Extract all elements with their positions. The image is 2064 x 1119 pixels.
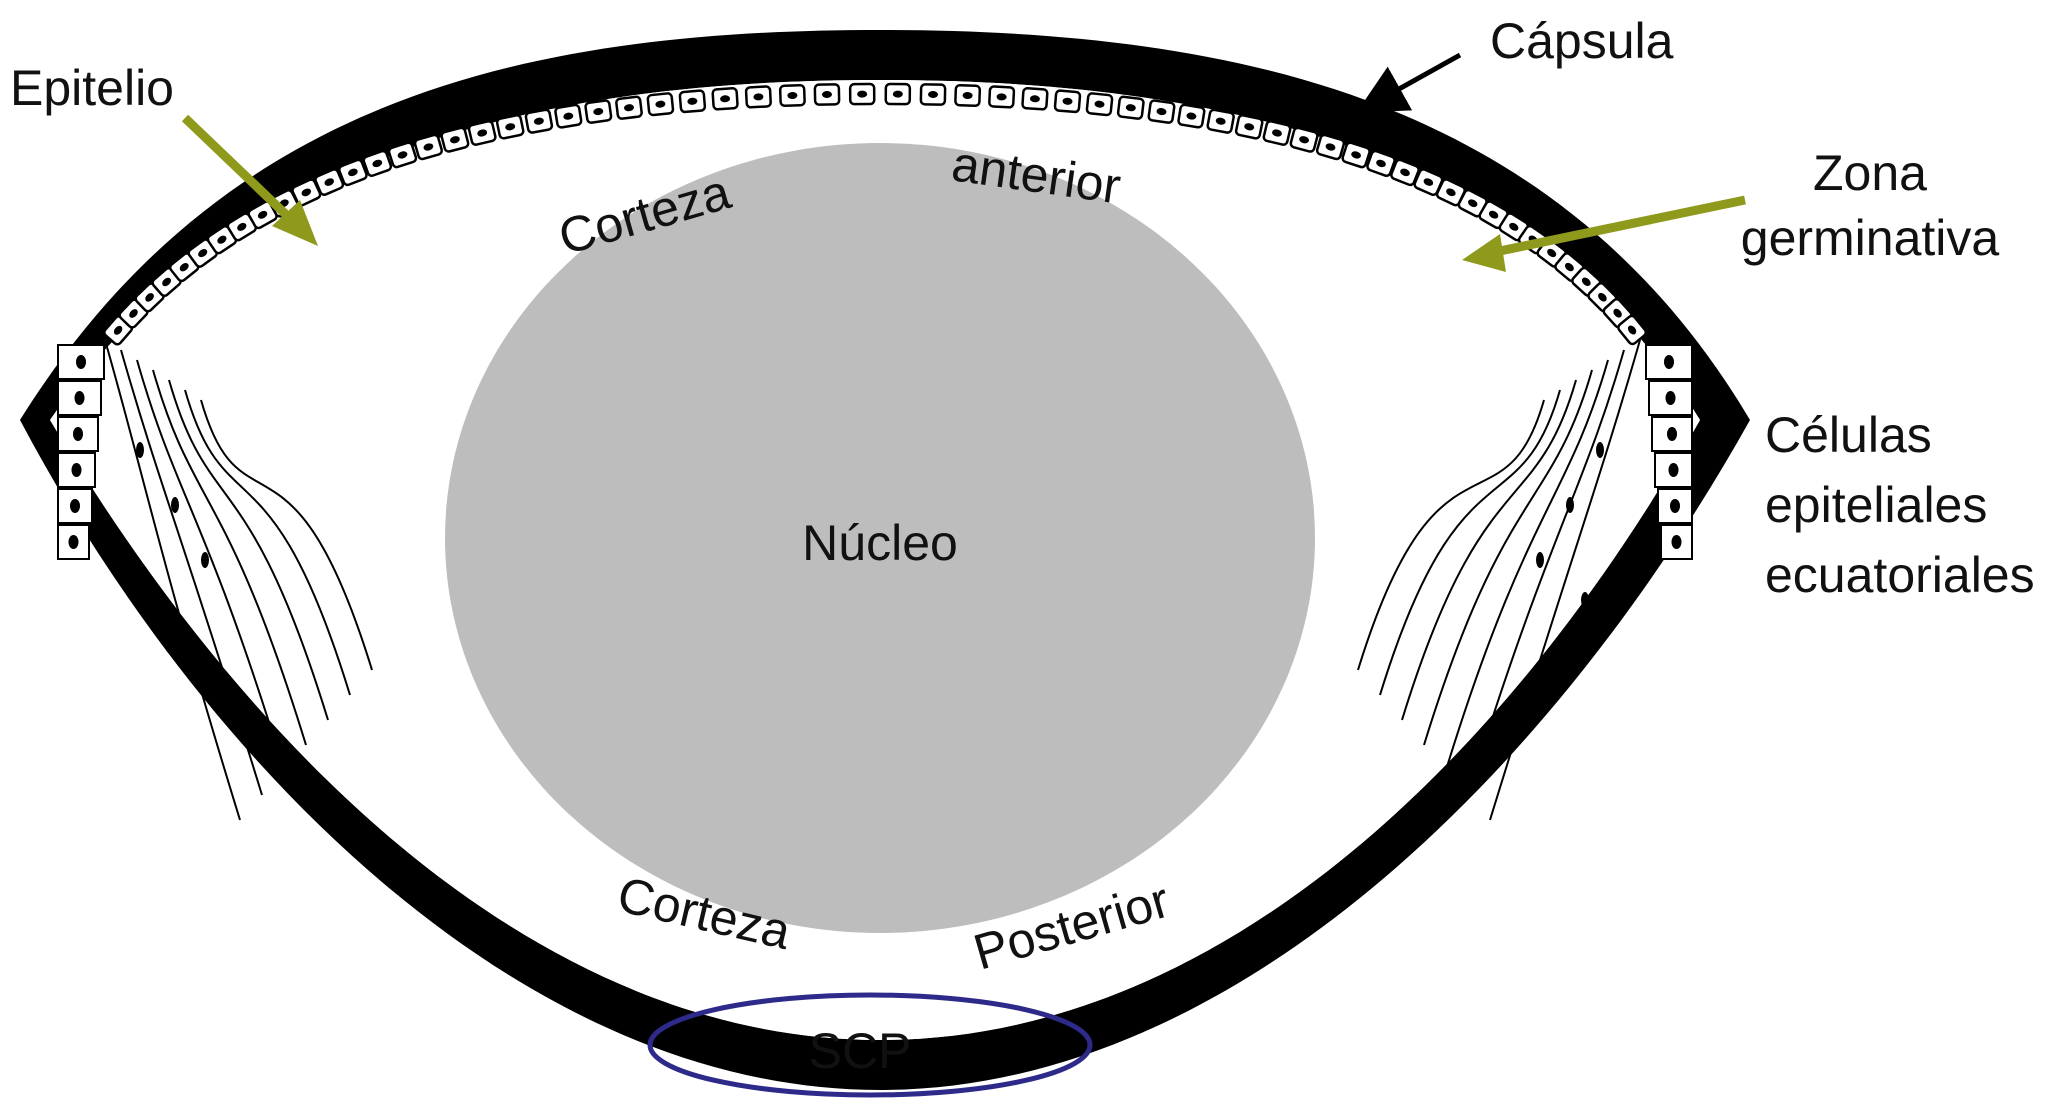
epithelial-cell: [744, 85, 772, 109]
epithelial-cell: [954, 83, 982, 108]
equatorial-cell: [57, 488, 93, 524]
equatorial-cell: [1657, 488, 1693, 524]
fiber-nucleus: [156, 592, 164, 608]
label-epitelio: Epitelio: [10, 60, 174, 116]
lens-fiber: [1401, 379, 1577, 721]
epithelial-cell: [678, 89, 707, 114]
lens-fiber: [1489, 339, 1641, 821]
epithelial-cell: [168, 252, 200, 283]
lens-fiber: [1379, 389, 1561, 696]
epithelial-cell: [1366, 149, 1396, 177]
equatorial-cell: [1648, 380, 1693, 416]
lens-fiber: [1445, 359, 1609, 771]
equatorial-cell: [57, 344, 105, 380]
epithelial-cell: [1177, 103, 1206, 129]
equatorial-cell: [57, 452, 96, 488]
epithelial-cell: [711, 87, 739, 111]
lens-fibers-left: [104, 339, 373, 821]
equatorial-cells-left: [57, 344, 105, 560]
label-epiteliales: epiteliales: [1765, 477, 1987, 533]
scp-ring: [647, 992, 1093, 1098]
fiber-nucleus: [1596, 442, 1604, 458]
epithelial-cell: [1390, 158, 1420, 187]
epithelial-cell: [848, 82, 876, 106]
equatorial-cell: [57, 416, 99, 452]
equatorial-cell: [1660, 524, 1693, 560]
epithelial-cell: [413, 133, 444, 161]
germinative-zone-arrow: [1462, 195, 1746, 272]
lens-fiber: [200, 399, 373, 671]
fiber-nucleus: [201, 552, 209, 568]
lens-fiber: [168, 379, 329, 721]
lens-fiber: [120, 349, 263, 796]
epithelial-cell: [524, 108, 554, 134]
epithelial-cell: [1116, 95, 1145, 120]
equatorial-cell: [1645, 344, 1693, 380]
epithelial-cell: [584, 99, 613, 124]
lens-fiber: [104, 339, 241, 821]
epithelial-cell: [884, 82, 912, 106]
fiber-nucleus: [1536, 552, 1544, 568]
label-germinativa: germinativa: [1741, 210, 2000, 266]
lens-fiber: [152, 369, 307, 746]
label-zona: Zona: [1813, 145, 1927, 201]
label-capsula: Cápsula: [1490, 13, 1674, 69]
equatorial-cell: [1651, 416, 1693, 452]
epithelial-cell: [778, 83, 806, 108]
epithelial-cell: [1234, 114, 1264, 140]
epithelial-cell: [1085, 92, 1114, 117]
epithelial-cell: [1147, 99, 1176, 124]
epithelial-cell: [1457, 188, 1488, 218]
equatorial-cell: [57, 524, 90, 560]
epithelial-cell: [387, 141, 418, 169]
equatorial-cell: [57, 380, 102, 416]
label-scp: SCP: [809, 1023, 912, 1079]
fiber-nucleus: [1581, 592, 1589, 608]
equatorial-cells-right: [1645, 344, 1693, 560]
lens-fiber: [1423, 369, 1593, 746]
epithelial-cell: [813, 83, 841, 106]
epithelial-cell: [362, 149, 393, 177]
lens-fiber: [1357, 399, 1545, 671]
label-celulas: Células: [1765, 407, 1932, 463]
label-ecuatoriales: ecuatoriales: [1765, 547, 2035, 603]
lens-fiber: [1467, 349, 1625, 796]
epithelium-arrow: [181, 114, 318, 246]
epithelial-cell: [988, 85, 1016, 109]
epithelial-cell: [615, 95, 643, 120]
epithelial-cell: [1315, 133, 1346, 161]
epithelial-cell: [338, 158, 368, 187]
epithelial-cell: [467, 120, 497, 146]
epithelial-cell: [1341, 141, 1371, 169]
lens-fiber: [136, 359, 285, 771]
epithelial-cell: [919, 83, 947, 106]
epithelial-cell: [554, 103, 583, 129]
epithelial-cell: [495, 114, 525, 140]
capsule-arrow: [1356, 52, 1462, 113]
fiber-nucleus: [171, 497, 179, 513]
epithelial-cell: [206, 225, 238, 255]
epithelial-cell: [646, 92, 675, 117]
epithelial-cell: [314, 168, 345, 197]
lens-fiber: [184, 389, 351, 696]
lens-fibers-right: [1357, 339, 1641, 821]
epithelial-cell: [1206, 108, 1235, 134]
lens-nucleus: [445, 143, 1315, 933]
epithelial-cell: [1289, 126, 1319, 153]
epithelial-cell: [1617, 314, 1648, 346]
fiber-nucleus: [136, 442, 144, 458]
epithelial-cell: [1053, 89, 1082, 114]
equatorial-cell: [1654, 452, 1693, 488]
fiber-nucleus: [1566, 497, 1574, 513]
epithelial-cell: [440, 126, 470, 153]
label-nucleo: Núcleo: [802, 515, 958, 571]
epithelial-cell: [1021, 87, 1049, 111]
epithelial-cell: [1262, 120, 1292, 146]
